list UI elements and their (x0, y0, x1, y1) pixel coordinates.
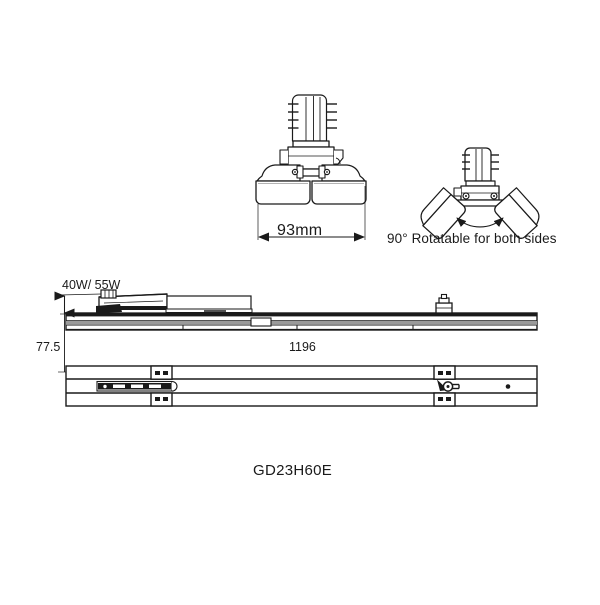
front-elevation-head-view (255, 94, 367, 240)
suspension-bracket-side (435, 293, 453, 314)
side-elevation-view (65, 289, 538, 331)
pivot-knuckle-left (291, 165, 304, 179)
dimension-label-width: 93mm (277, 222, 323, 239)
rotation-pivot-left (462, 192, 470, 200)
rotation-angle-arc (456, 217, 504, 228)
dimension-77-5 (54, 291, 102, 373)
mounting-clip-left-plan (150, 365, 173, 407)
lamp-head-right (311, 164, 367, 205)
wattage-label: 40W/ 55W (62, 278, 121, 292)
dimension-label-length: 1196 (289, 340, 316, 354)
rotation-pivot-right (490, 192, 498, 200)
rotated-lamp-head-left (420, 187, 466, 239)
luminaire-module-side (96, 289, 253, 314)
track-adaptor-assembly (288, 94, 337, 148)
model-number-label: GD23H60E (253, 462, 333, 479)
dimension-label-height: 77.5 (36, 340, 61, 354)
rotation-indicator-plan (437, 379, 460, 392)
mounting-clip-right-plan (433, 365, 456, 407)
lamp-head-left (255, 164, 311, 205)
rotation-adaptor (462, 147, 499, 187)
rotation-detail-view (420, 147, 540, 239)
rotation-hub (453, 185, 504, 207)
end-feed-marker (505, 384, 511, 389)
plan-view-track-view (65, 365, 538, 407)
pivot-knuckle-right (318, 165, 331, 179)
rotation-caption: 90° Rotatable for both sides (387, 231, 557, 246)
luminaire-module-plan (96, 380, 178, 392)
rotated-lamp-head-right (494, 187, 540, 239)
